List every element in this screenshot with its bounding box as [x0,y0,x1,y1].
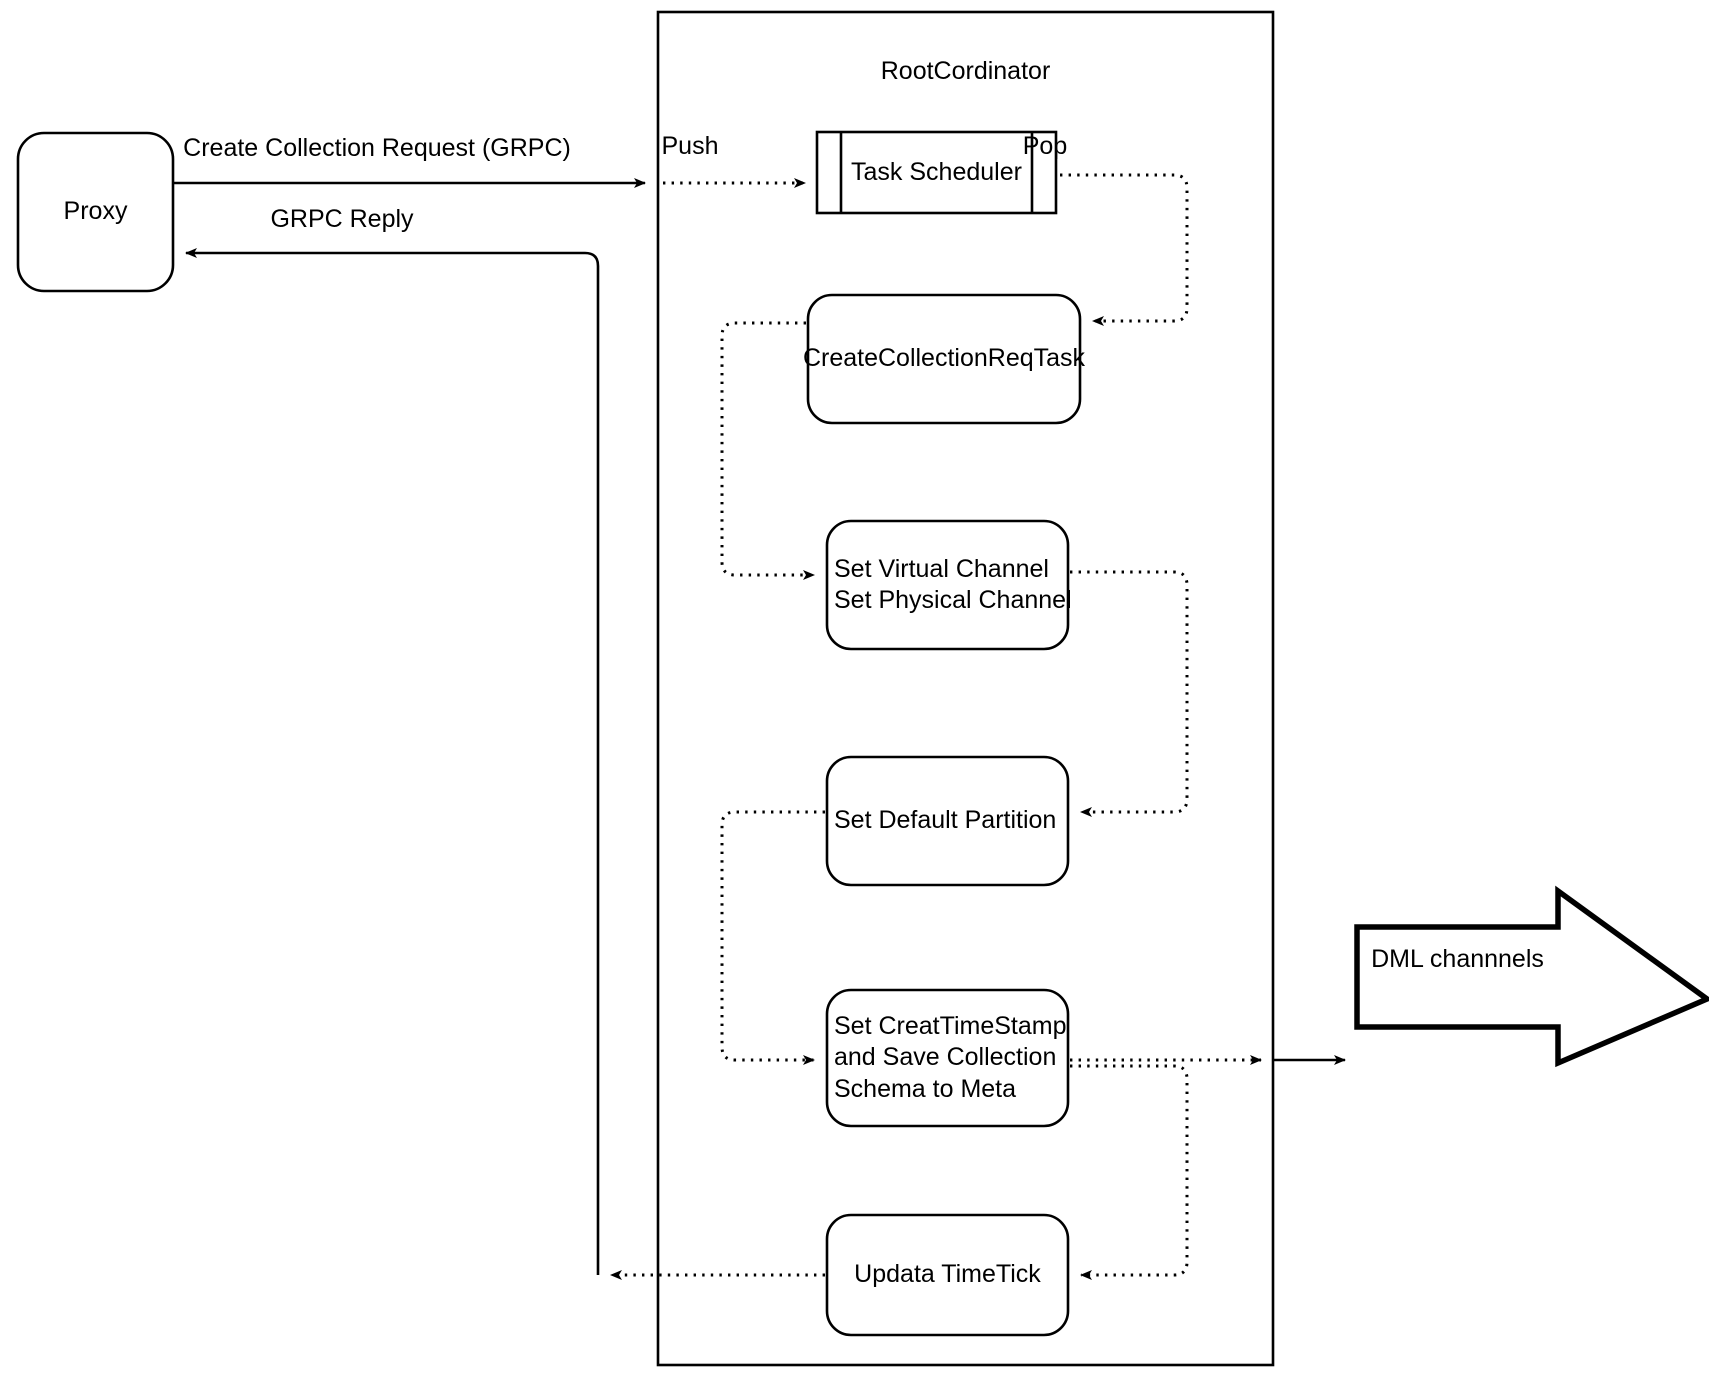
set-virtual-physical-channel-label: Set Virtual Channel Set Physical Channel [834,554,1072,615]
set-creat-timestamp-save-schema-label: Set CreatTimeStamp and Save Collection S… [834,1011,1067,1103]
root-cordinator-container [656,10,1275,1367]
create-collection-req-task-label: CreateCollectionReqTask [802,344,1086,373]
dml-channnels-block-arrow-shape[interactable] [1354,885,1709,1068]
set-virtual-physical-channel-node-shape[interactable] [825,519,1070,651]
proxy-label: Proxy [63,197,128,226]
set-default-partition-label: Set Default Partition [834,806,1057,835]
edge-default-partition-to-timestamp [720,810,825,1065]
edge-timestamp-to-updata-timetick [1070,1064,1189,1280]
set-creat-timestamp-save-schema-node-shape[interactable] [825,988,1070,1128]
task-scheduler-label: Task Scheduler [851,157,1022,186]
edge-set-channel-to-default-partition [1070,570,1189,817]
set-default-partition-node-shape[interactable] [825,755,1070,887]
create-collection-req-task-node-shape[interactable] [806,293,1082,425]
dml-channnels-label: DML channnels [1371,945,1544,974]
proxy-node-shape[interactable] [16,131,175,293]
updata-timetick-label: Updata TimeTick [854,1260,1041,1289]
edge-grpc-reply [185,248,600,1275]
updata-timetick-node-shape[interactable] [825,1213,1070,1337]
task-scheduler-node-shape[interactable] [815,130,1058,215]
